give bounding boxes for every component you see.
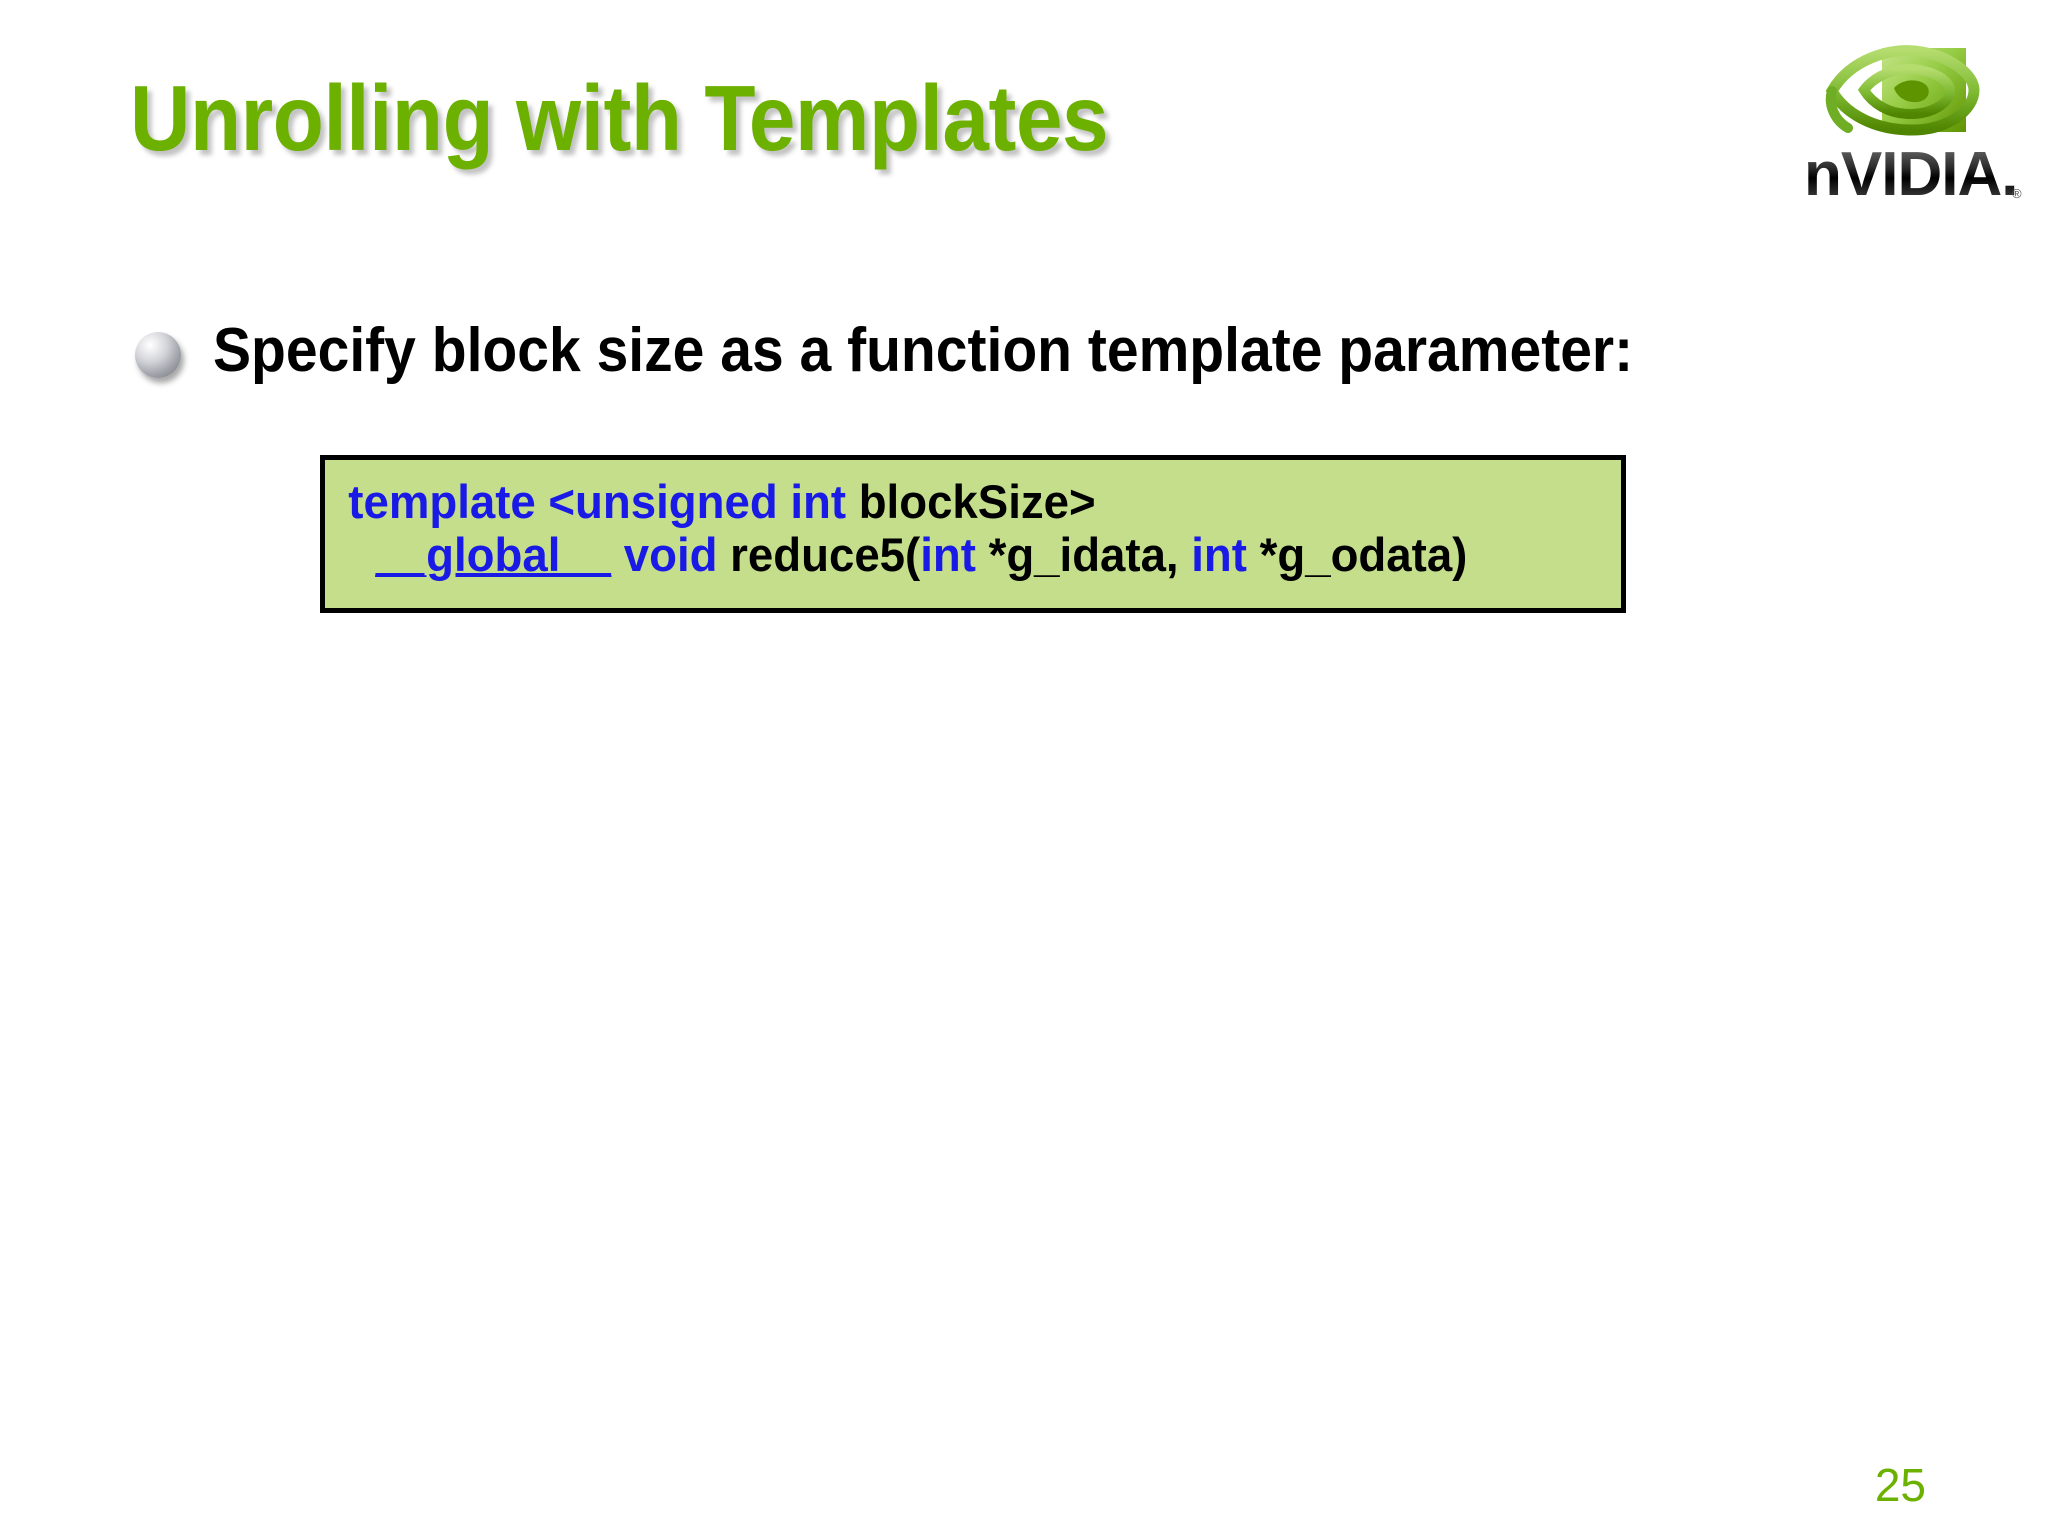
bullet-label: Specify block size as a function templat… bbox=[213, 316, 1634, 385]
code-token bbox=[611, 528, 624, 581]
code-token: *g_odata) bbox=[1246, 528, 1468, 582]
code-line-2: __global__ void reduce5(int *g_idata, in… bbox=[348, 528, 1582, 581]
code-token: <unsigned int bbox=[548, 475, 847, 528]
code-line-1: template <unsigned int blockSize> bbox=[348, 475, 1582, 528]
svg-text:®: ® bbox=[2012, 186, 2022, 201]
code-token bbox=[536, 475, 549, 528]
page-number: 25 bbox=[1874, 1459, 1926, 1511]
code-token: blockSize> bbox=[846, 475, 1096, 528]
sphere-bullet-icon bbox=[135, 332, 187, 384]
nvidia-eye-icon bbox=[1825, 45, 1980, 136]
code-token: __global__ bbox=[375, 528, 612, 582]
nvidia-logo: nVIDIA. ® bbox=[1798, 30, 2026, 212]
code-token: reduce5( bbox=[717, 528, 921, 582]
nvidia-wordmark: nVIDIA. ® bbox=[1804, 140, 2022, 209]
code-block: template <unsigned int blockSize> __glob… bbox=[320, 455, 1626, 613]
code-token: template bbox=[348, 475, 536, 528]
bullet-item: Specify block size as a function templat… bbox=[135, 318, 1757, 384]
code-token: *g_idata, bbox=[975, 528, 1192, 582]
code-lines: template <unsigned int blockSize> __glob… bbox=[325, 460, 1582, 581]
code-token: int bbox=[920, 528, 976, 582]
code-token: void bbox=[623, 528, 718, 582]
code-token: int bbox=[1191, 528, 1247, 582]
page-title: Unrolling with Templates bbox=[130, 66, 1109, 170]
svg-text:nVIDIA.: nVIDIA. bbox=[1804, 140, 2017, 209]
